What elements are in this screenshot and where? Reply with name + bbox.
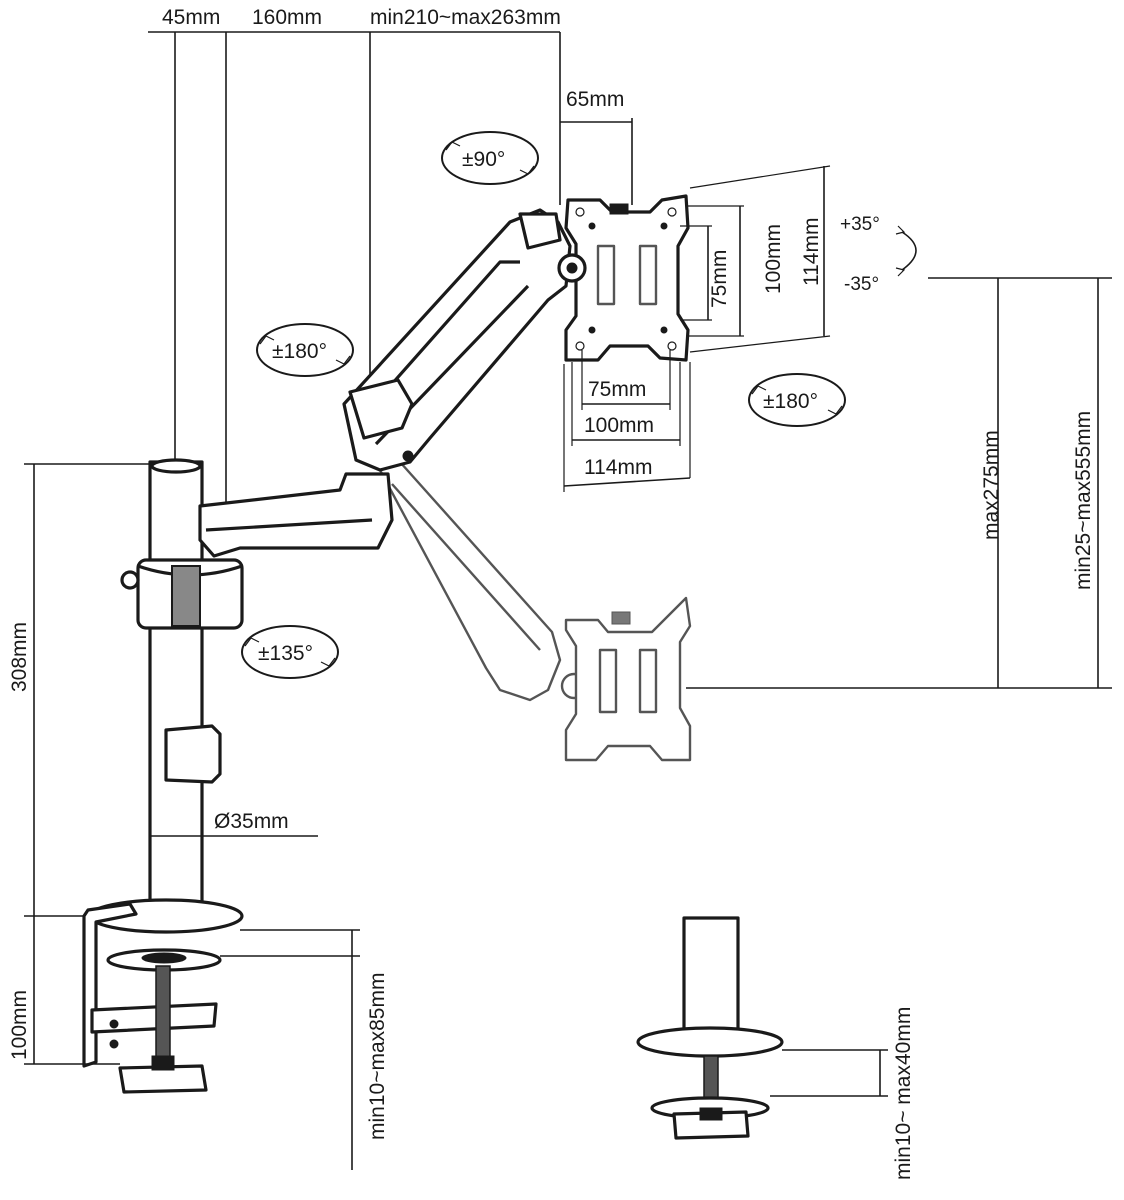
dimension-vesa-w-75: 75mm xyxy=(588,378,646,401)
dimension-clamp-height: 100mm xyxy=(8,990,31,1060)
grommet-top-plate xyxy=(636,1026,784,1058)
dimension-pole-diameter: Ø35mm xyxy=(214,810,289,833)
pole-diameter-dimension: Ø35mm xyxy=(150,810,318,837)
plate-offset-dimension: 65mm xyxy=(560,88,633,205)
rotation-plate-label: ±90° xyxy=(462,148,505,171)
vesa-width-dimensions: 75mm 100mm 114mm xyxy=(563,350,691,492)
dimension-vesa-w-114: 114mm xyxy=(584,456,652,479)
tilt-down-label: -35° xyxy=(844,274,879,295)
arm-lowered-position xyxy=(378,460,692,762)
dimension-160mm: 160mm xyxy=(252,6,322,29)
vesa-plate-top xyxy=(564,194,690,362)
dimension-grommet-desk: min10~ max40mm xyxy=(892,1007,915,1180)
pole-height-dimension: 308mm xyxy=(8,463,150,917)
rotation-badge-swivel: ±180° xyxy=(748,373,846,427)
dimension-65mm: 65mm xyxy=(566,88,624,111)
grommet-mount xyxy=(636,916,784,1140)
dimension-reach: min210~max263mm xyxy=(370,6,561,29)
grommet-pole xyxy=(682,916,740,1044)
desk-clamp xyxy=(82,898,244,1094)
height-dimensions-right: max275mm min25~max555mm xyxy=(686,277,1112,689)
tilt-indicator: +35° -35° xyxy=(840,214,917,295)
dimension-45mm: 45mm xyxy=(162,6,220,29)
top-dimension-group: 45mm 160mm min210~max263mm xyxy=(148,6,561,502)
tilt-up-label: +35° xyxy=(840,214,880,235)
dimension-vesa-h-114: 114mm xyxy=(800,218,823,286)
rotation-badge-base: ±135° xyxy=(241,625,339,679)
rotation-elbow-label: ±180° xyxy=(272,340,327,363)
rotation-badge-elbow: ±180° xyxy=(256,323,354,377)
arm-raised-position xyxy=(342,208,587,472)
dimension-height-range: min25~max555mm xyxy=(1072,411,1095,590)
vesa-height-dimensions: 75mm 100mm 114mm xyxy=(680,165,831,353)
dimension-vesa-h-100: 100mm xyxy=(762,224,785,294)
rotation-badge-plate: ±90° xyxy=(441,131,539,185)
cable-clip xyxy=(164,724,222,784)
dimension-vesa-w-100: 100mm xyxy=(584,414,654,437)
dimension-pole-height: 308mm xyxy=(8,622,31,692)
dimension-max-lift: max275mm xyxy=(980,430,1003,540)
grommet-dimensions: min10~ max40mm xyxy=(770,1007,915,1180)
pole xyxy=(120,458,244,922)
pole-tube xyxy=(148,460,204,922)
rotation-swivel-label: ±180° xyxy=(763,390,818,413)
clamp-dimensions: 100mm min10~max85mm xyxy=(8,916,389,1170)
dimension-vesa-h-75: 75mm xyxy=(708,250,731,308)
base-arm xyxy=(198,472,394,558)
dimension-clamp-desk: min10~max85mm xyxy=(366,973,389,1140)
rotation-base-label: ±135° xyxy=(258,642,313,665)
